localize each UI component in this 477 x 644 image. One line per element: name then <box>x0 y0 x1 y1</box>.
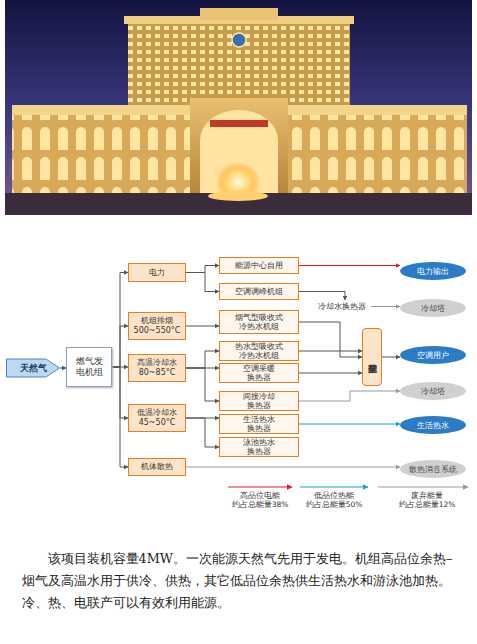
node-text: 间接冷却 换热器 <box>243 392 275 410</box>
distributor-box: 空调分配器 <box>362 328 382 386</box>
source-box: 电力 <box>128 263 186 282</box>
flow-connector <box>186 273 219 292</box>
flow-connector <box>112 326 128 367</box>
hotel-sign <box>210 120 268 127</box>
fountain-basin <box>208 191 268 201</box>
flow-connector <box>299 292 345 301</box>
node-text: 机组排烟 500~550°C <box>134 316 181 336</box>
legend-line-grey <box>378 486 468 487</box>
source-box: 低温冷却水 45~50°C <box>128 404 186 432</box>
node-text: 空调调峰机组 <box>235 287 283 296</box>
process-box: 热水型吸收式 冷热水机组 <box>219 341 299 361</box>
hotel-photo <box>0 0 477 222</box>
output-ellipse: 电力输出 <box>400 262 466 280</box>
flow-connector <box>186 418 219 447</box>
flow-connector <box>299 322 362 357</box>
process-box: 空调采暖 换热器 <box>219 363 299 383</box>
source-box: 高温冷却水 80~85°C <box>128 354 186 382</box>
node-text: 天然气 <box>20 364 47 373</box>
node-text: 生活热水 <box>417 421 449 430</box>
node-text: 冷却塔 <box>421 387 445 396</box>
fuel-arrow-outline <box>7 359 60 377</box>
node-text: 冷却塔 <box>421 304 445 313</box>
source-box: 机组排烟 500~550°C <box>128 312 186 340</box>
flow-connector <box>186 351 219 368</box>
flow-connector <box>299 424 400 425</box>
legend-line-red <box>228 486 292 487</box>
node-text: 空调用户 <box>417 351 449 360</box>
waste-ellipse: 冷却塔 <box>400 382 466 400</box>
process-box: 泳池热水 换热器 <box>219 437 299 457</box>
source-box: 机体散热 <box>128 458 186 476</box>
flow-connector <box>186 467 400 468</box>
flow-connector <box>186 326 219 327</box>
legend-line-cyan <box>300 486 368 487</box>
legend-text: 高品位电能 约占总能量38% <box>232 491 289 509</box>
node-text: 热水型吸收式 冷热水机组 <box>235 342 283 360</box>
node-text: 高温冷却水 80~85°C <box>137 358 177 378</box>
output-ellipse: 空调用户 <box>400 346 466 364</box>
waste-ellipse: 冷却塔 <box>400 299 466 317</box>
flow-connector <box>112 367 128 467</box>
generator-box: 燃气发 电机组 <box>66 347 112 387</box>
flow-connector <box>186 266 219 273</box>
fuel-arrow: 天然气 <box>6 356 60 380</box>
node-text: 燃气发 电机组 <box>76 356 103 378</box>
output-ellipse: 生活热水 <box>400 416 466 434</box>
legend-entry: 高品位电能 约占总能量38% <box>222 491 298 509</box>
node-text: 电力 <box>149 268 165 278</box>
node-text: 低温冷却水 45~50°C <box>137 408 177 428</box>
caption-text: 该项目装机容量4MW。一次能源天然气先用于发电。机组高品位余热–烟气及高温水用于… <box>22 548 462 614</box>
flow-connector <box>371 306 400 307</box>
process-box: 间接冷却 换热器 <box>219 391 299 411</box>
flow-connector <box>382 357 400 358</box>
node-text: 电力输出 <box>417 267 449 276</box>
process-box: 生活热水 换热器 <box>219 414 299 434</box>
node-text: 烟气型吸收式 冷热水机组 <box>235 313 283 331</box>
legend-text: 废弃能量 约占总能量12% <box>399 491 456 509</box>
process-box: 能源中心自用 <box>219 257 299 274</box>
flow-connector <box>299 351 362 352</box>
legend-text: 低品位热能 约占总能量50% <box>306 491 363 509</box>
process-box: 烟气型吸收式 冷热水机组 <box>219 310 299 334</box>
flow-connector <box>299 265 400 266</box>
flow-connector <box>299 373 362 374</box>
hotel-emblem <box>232 33 246 47</box>
node-text: 冷却水换热器 <box>318 302 366 311</box>
legend-entry: 低品位热能 约占总能量50% <box>296 491 372 509</box>
exchanger-label-box: 冷却水换热器 <box>313 300 371 313</box>
waste-ellipse: 散热消音系统 <box>400 460 466 478</box>
legend-entry: 废弃能量 约占总能量12% <box>384 491 470 509</box>
flow-connector <box>186 368 219 401</box>
process-box: 空调调峰机组 <box>219 283 299 300</box>
tower-crown <box>200 8 278 20</box>
node-text: 生活热水 换热器 <box>243 415 275 433</box>
node-text: 空调采暖 换热器 <box>243 364 275 382</box>
flow-connector <box>112 273 128 368</box>
node-text: 散热消音系统 <box>409 465 457 474</box>
node-text: 泳池热水 换热器 <box>243 438 275 456</box>
flow-connector <box>299 391 400 401</box>
node-text: 能源中心自用 <box>235 261 283 270</box>
node-text: 机体散热 <box>141 462 173 472</box>
night-sky <box>5 0 472 215</box>
